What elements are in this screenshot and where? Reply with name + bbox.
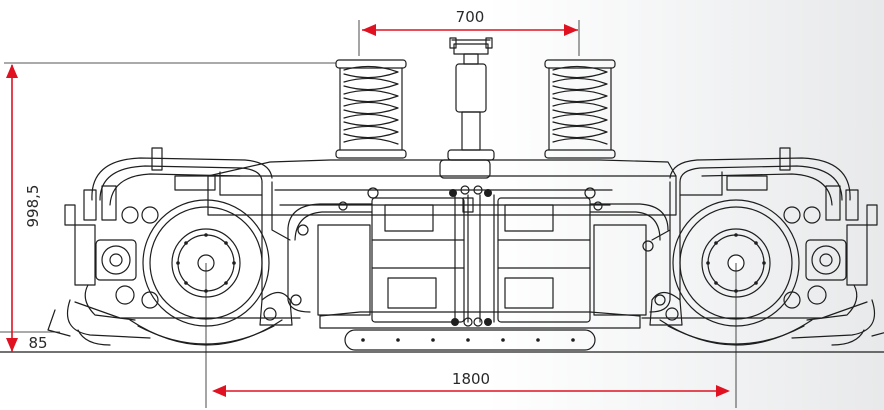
dimension-998-5: 998,5: [4, 62, 336, 352]
dim-85-label: 85: [28, 334, 47, 352]
left-coil-spring: [335, 59, 407, 159]
dimension-1800: 1800: [205, 263, 737, 408]
right-wheelset: [641, 147, 884, 346]
dim-700-label: 700: [456, 8, 485, 26]
dim-998-5-label: 998,5: [24, 185, 42, 228]
left-wheelset: [47, 147, 301, 346]
right-coil-spring: [544, 59, 616, 159]
dimension-700: 700: [358, 8, 580, 56]
bogie-frame: [207, 159, 677, 351]
dim-1800-label: 1800: [452, 370, 490, 388]
central-damper: [447, 37, 495, 161]
dimension-85: 85: [28, 334, 47, 352]
